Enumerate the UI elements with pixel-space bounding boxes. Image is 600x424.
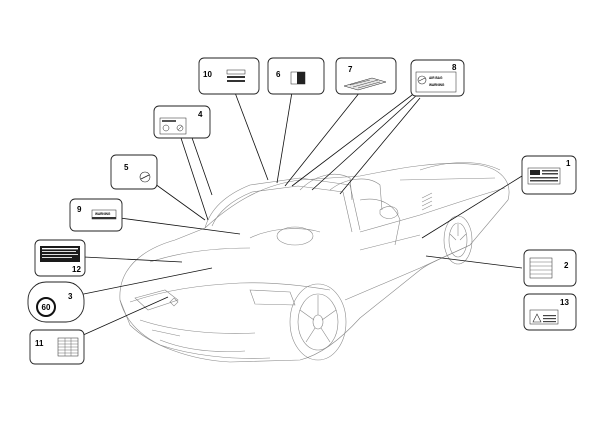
callout-number: 2	[564, 261, 569, 270]
callout-5[interactable]: 5	[110, 154, 158, 190]
callout-number: 11	[35, 339, 44, 348]
front-wheel	[289, 283, 347, 361]
warning-triangle-icon	[529, 309, 559, 325]
sticker-1-icon	[527, 167, 561, 185]
speed-limit-value: 60	[42, 303, 51, 312]
leader-lines	[63, 89, 523, 341]
callout-12[interactable]: 12	[34, 239, 86, 277]
callout-7[interactable]: 7	[335, 57, 397, 95]
callout-4[interactable]: 4	[153, 105, 211, 139]
sticker-10-icon	[226, 69, 246, 82]
sticker-2-icon	[529, 257, 553, 279]
callout-number: 10	[203, 70, 212, 79]
callout-number: 13	[560, 298, 569, 307]
sticker-7-icon	[343, 77, 387, 91]
side-intake	[421, 192, 433, 211]
callout-6[interactable]: 6	[267, 57, 325, 95]
airbag-sticker: AIR BAG WARNING	[415, 71, 457, 93]
callout-9[interactable]: 9 WARNING	[69, 198, 123, 232]
airbag-line-1: AIR BAG	[429, 76, 443, 80]
callout-number: 6	[276, 70, 281, 79]
callout-2[interactable]: 2	[523, 249, 577, 287]
callout-number: 8	[452, 63, 457, 72]
speed-limit-icon: 60	[36, 297, 56, 317]
sticker-4-icon	[159, 117, 187, 135]
warning-sticker-9: WARNING	[91, 209, 117, 220]
sticker-6-icon	[290, 71, 306, 85]
warning-9-text: WARNING	[95, 212, 111, 216]
callout-number: 1	[566, 159, 571, 168]
callout-1[interactable]: 1	[521, 155, 577, 195]
callout-number: 3	[68, 292, 73, 301]
callout-3[interactable]: 3 60	[27, 281, 85, 323]
callout-8[interactable]: 8 AIR BAG WARNING	[410, 59, 465, 97]
airbag-line-2: WARNING	[429, 83, 445, 87]
callout-number: 9	[77, 205, 82, 214]
sticker-11-icon	[57, 337, 79, 357]
sticker-5-icon	[139, 171, 151, 183]
callout-number: 4	[198, 110, 203, 119]
callout-11[interactable]: 11	[29, 329, 85, 365]
callout-number: 12	[72, 265, 81, 274]
callout-10[interactable]: 10	[198, 57, 260, 95]
callout-13[interactable]: 13	[523, 293, 577, 331]
callout-number: 7	[348, 65, 353, 74]
sticker-12-icon	[40, 246, 80, 262]
callout-number: 5	[124, 163, 129, 172]
car-illustration	[119, 162, 510, 363]
